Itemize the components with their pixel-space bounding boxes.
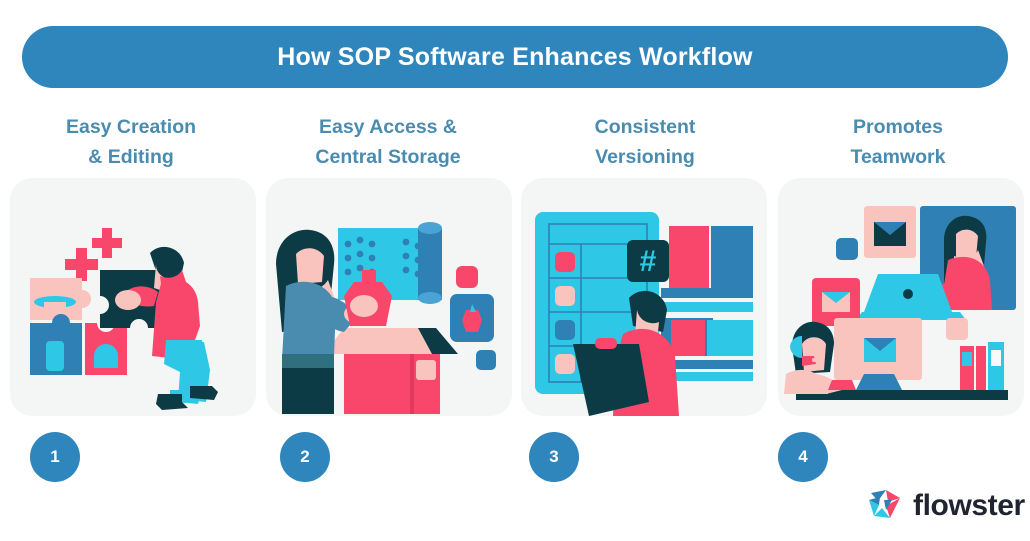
column-heading-3-line1: Consistent bbox=[594, 116, 696, 138]
row-swatch-2 bbox=[555, 286, 575, 306]
plus-icon-group bbox=[65, 228, 122, 281]
step-badge-2[interactable]: 2 bbox=[280, 432, 330, 482]
step-badge-3-label: 3 bbox=[549, 447, 559, 466]
hashtag-tag bbox=[627, 240, 669, 282]
page-title: How SOP Software Enhances Workflow bbox=[277, 42, 753, 71]
column-heading-2: Easy Access & Central Storage bbox=[265, 112, 511, 172]
column-headings: Easy Creation & Editing Easy Access & Ce… bbox=[0, 112, 1030, 174]
step-badge-1-label: 1 bbox=[50, 447, 60, 466]
column-heading-1-line1: Easy Creation bbox=[65, 116, 197, 138]
remote-colleague bbox=[938, 215, 992, 310]
step-badge-1[interactable]: 1 bbox=[30, 432, 80, 482]
flowster-logo[interactable]: flowster bbox=[866, 488, 1025, 524]
row-swatch-3 bbox=[555, 320, 575, 340]
column-heading-1-line2: & Editing bbox=[88, 146, 174, 169]
headset-earpiece bbox=[790, 335, 802, 358]
column-heading-1: Easy Creation & Editing bbox=[8, 112, 254, 172]
illustration-card-4 bbox=[778, 178, 1024, 416]
hands-on-keyboard bbox=[828, 380, 856, 390]
column-heading-4-line1: Promotes bbox=[853, 116, 943, 138]
flowster-triangle-mark bbox=[869, 490, 900, 518]
column-heading-4: Promotes Teamwork bbox=[775, 112, 1021, 172]
small-red-square bbox=[456, 266, 478, 288]
flowster-wordmark: flowster bbox=[913, 489, 1025, 522]
small-pink-square bbox=[946, 318, 968, 340]
clipboard-clip bbox=[595, 338, 617, 349]
illustration-card-1 bbox=[10, 178, 256, 416]
desk-surface bbox=[796, 390, 1008, 400]
person-placing-puzzle bbox=[115, 246, 218, 410]
illustration-card-3: # bbox=[521, 178, 767, 416]
person-with-headset bbox=[784, 321, 856, 394]
hashtag-symbol: # bbox=[640, 245, 657, 278]
row-swatch-4 bbox=[555, 354, 575, 374]
clipboard bbox=[573, 344, 649, 416]
monitor-stand bbox=[856, 374, 902, 390]
inventory-checklist-illustration: # bbox=[535, 212, 753, 416]
step-badge-3[interactable]: 3 bbox=[529, 432, 579, 482]
remote-collaboration-illustration bbox=[784, 206, 1016, 400]
column-heading-3: Consistent Versioning bbox=[522, 112, 768, 172]
illustration-card-2 bbox=[266, 178, 512, 416]
packing-box-storage-illustration bbox=[276, 222, 496, 414]
book-stack bbox=[960, 342, 1004, 392]
person-with-clipboard bbox=[573, 290, 679, 416]
title-banner: How SOP Software Enhances Workflow bbox=[22, 26, 1008, 88]
step-badge-4-label: 4 bbox=[798, 447, 808, 466]
puzzle-assembly-illustration bbox=[30, 228, 218, 410]
small-blue-square bbox=[476, 350, 496, 370]
shelf-box-red bbox=[669, 226, 709, 288]
row-swatch-1 bbox=[555, 252, 575, 272]
step-badge-4[interactable]: 4 bbox=[778, 432, 828, 482]
column-heading-4-line2: Teamwork bbox=[850, 146, 946, 169]
person-packing bbox=[276, 229, 392, 414]
shelf-box-blue bbox=[711, 226, 753, 288]
step-badge-2-label: 2 bbox=[300, 447, 310, 466]
small-blue-square bbox=[836, 238, 858, 260]
column-heading-2-line2: Central Storage bbox=[315, 146, 461, 169]
column-heading-2-line1: Easy Access & bbox=[318, 116, 458, 138]
column-heading-3-line2: Versioning bbox=[595, 146, 695, 169]
